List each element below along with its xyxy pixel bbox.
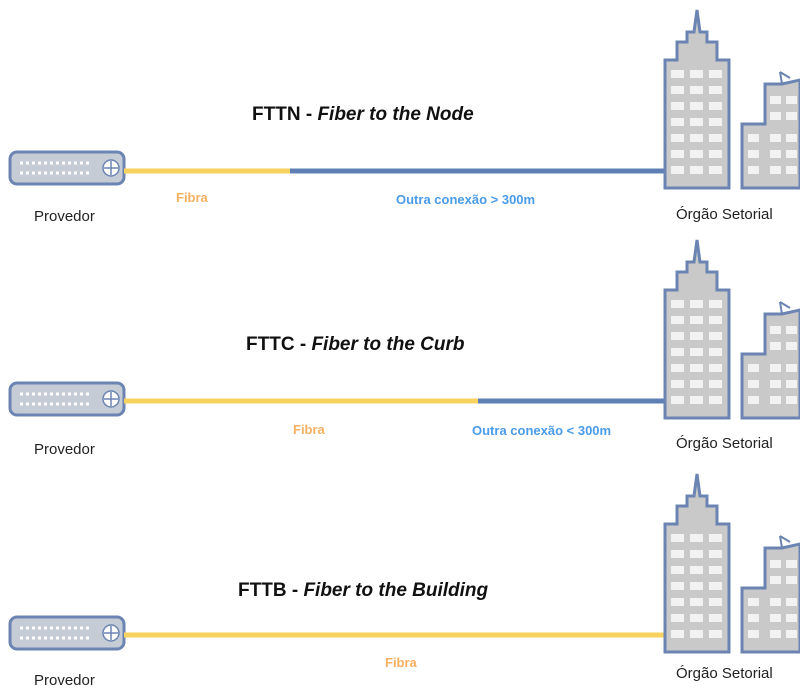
other-connection-label: Outra conexão > 300m: [396, 192, 536, 207]
fiber-label: Fibra: [293, 422, 325, 437]
office-building-icon: [740, 71, 800, 190]
skyscraper-icon: [663, 239, 731, 420]
title-description: Fiber to the Curb: [311, 334, 465, 355]
building-label: Órgão Setorial: [676, 435, 773, 452]
provider-label: Provedor: [34, 208, 95, 225]
diagram-title: FTTC - Fiber to the Curb: [246, 334, 465, 356]
fttb-diagram: [8, 473, 800, 654]
building-label: Órgão Setorial: [676, 206, 773, 223]
provider-label: Provedor: [34, 672, 95, 689]
fttn-diagram: [8, 9, 800, 190]
title-separator: -: [294, 334, 312, 355]
building-label: Órgão Setorial: [676, 665, 773, 682]
fttc-diagram: [8, 239, 800, 420]
fiber-label: Fibra: [385, 655, 417, 670]
router-icon: [8, 381, 126, 417]
fiber-label: Fibra: [176, 190, 208, 205]
title-description: Fiber to the Node: [317, 104, 474, 125]
office-building-icon: [740, 301, 800, 420]
diagram-title: FTTB - Fiber to the Building: [238, 580, 488, 602]
skyscraper-icon: [663, 473, 731, 654]
panel-fttc: FTTC - Fiber to the Curb Fibra Outra con…: [0, 230, 800, 462]
title-code: FTTN: [252, 104, 301, 125]
skyscraper-icon: [663, 9, 731, 190]
diagram-title: FTTN - Fiber to the Node: [252, 104, 474, 126]
panel-fttn: FTTN - Fiber to the Node Fibra Outra con…: [0, 0, 800, 230]
router-icon: [8, 150, 126, 186]
provider-label: Provedor: [34, 441, 95, 458]
title-code: FTTB: [238, 580, 287, 601]
other-connection-label: Outra conexão < 300m: [472, 423, 612, 438]
title-separator: -: [286, 580, 304, 601]
panel-fttb: FTTB - Fiber to the Building Fibra Prove…: [0, 462, 800, 691]
title-separator: -: [300, 104, 318, 125]
title-code: FTTC: [246, 334, 295, 355]
title-description: Fiber to the Building: [303, 580, 489, 601]
router-icon: [8, 615, 126, 651]
office-building-icon: [740, 535, 800, 654]
